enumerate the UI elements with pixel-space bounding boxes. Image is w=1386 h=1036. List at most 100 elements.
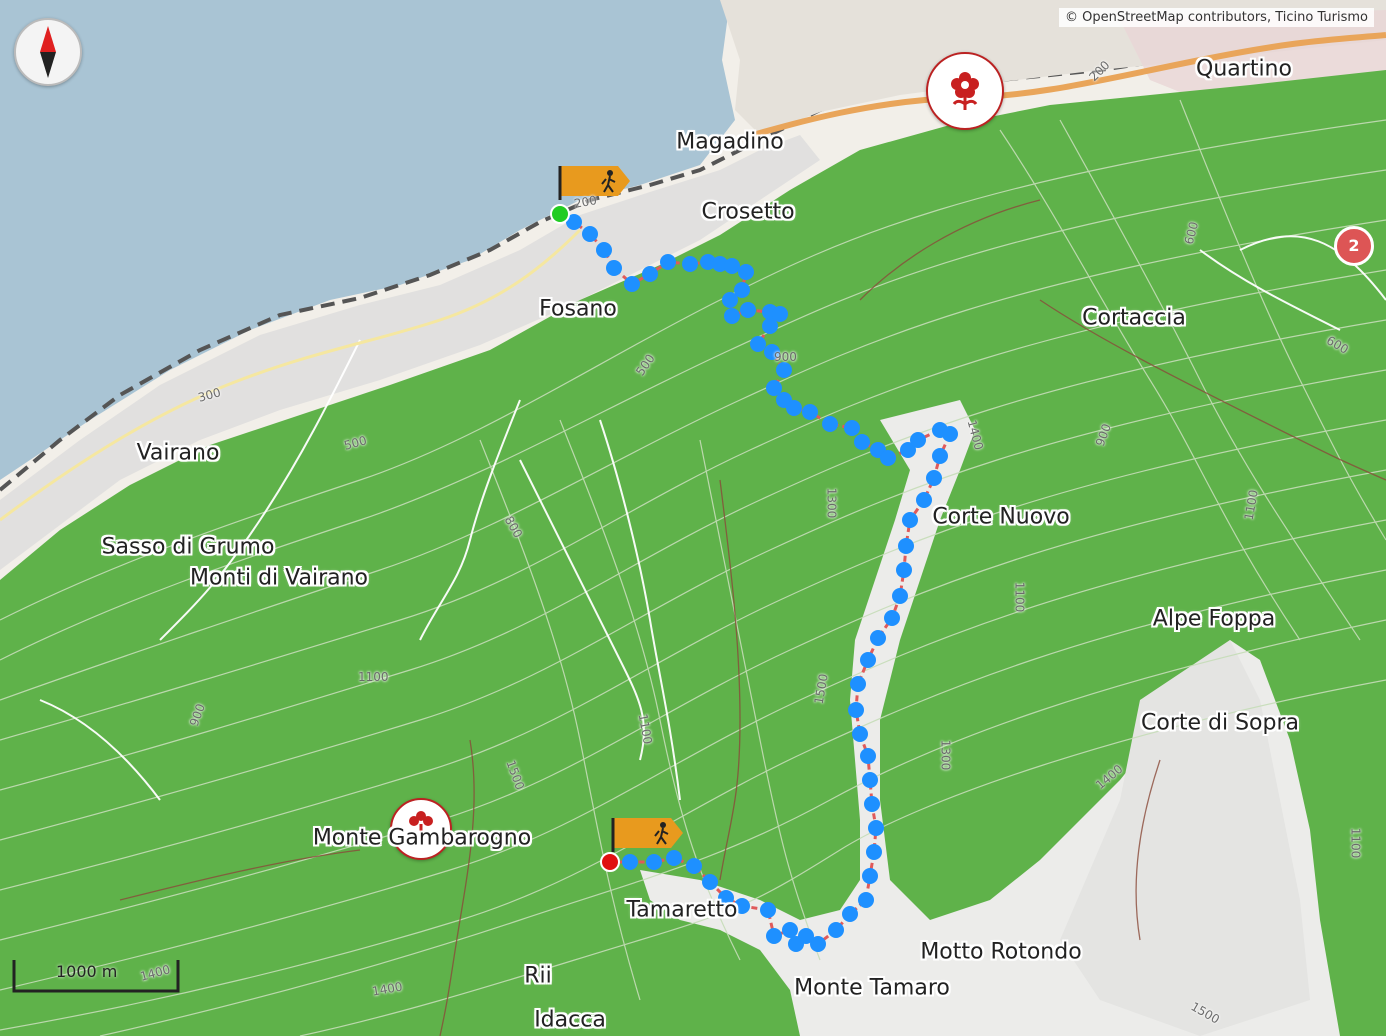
route-waypoint[interactable] (624, 276, 640, 292)
route-start-point (550, 204, 570, 224)
route-waypoint[interactable] (926, 470, 942, 486)
route-end-point (600, 852, 620, 872)
place-label-alpe-foppa[interactable]: Alpe Foppa (1152, 606, 1276, 632)
place-label-tamaretto[interactable]: Tamaretto (626, 897, 738, 923)
route-waypoint[interactable] (776, 362, 792, 378)
route-waypoint[interactable] (864, 796, 880, 812)
route-waypoint[interactable] (566, 214, 582, 230)
route-waypoint[interactable] (902, 512, 918, 528)
place-label-fosano[interactable]: Fosano (539, 296, 617, 322)
route-waypoint[interactable] (842, 906, 858, 922)
route-waypoint[interactable] (700, 254, 716, 270)
route-waypoint[interactable] (860, 652, 876, 668)
place-label-monte-gambarogno[interactable]: Monte Gambarogno (312, 825, 532, 851)
route-waypoint[interactable] (606, 260, 622, 276)
hiking-paths (119, 199, 1386, 1036)
place-label-sasso-di-grumo[interactable]: Sasso di Grumo (101, 534, 275, 560)
route-waypoint[interactable] (724, 308, 740, 324)
route-waypoint[interactable] (786, 400, 802, 416)
route-waypoint[interactable] (916, 492, 932, 508)
poi-mountain-badge[interactable] (390, 798, 452, 860)
route-waypoint[interactable] (596, 242, 612, 258)
route-waypoint[interactable] (942, 426, 958, 442)
route-waypoint[interactable] (892, 588, 908, 604)
route-waypoint[interactable] (764, 344, 780, 360)
route-waypoint[interactable] (718, 890, 734, 906)
start-trail-flag[interactable] (556, 166, 632, 200)
place-label-vairano[interactable]: Vairano (136, 440, 220, 466)
route-waypoint[interactable] (896, 562, 912, 578)
route-waypoint[interactable] (724, 258, 740, 274)
route-waypoint[interactable] (932, 448, 948, 464)
route-waypoint[interactable] (750, 336, 766, 352)
route-waypoint[interactable] (766, 380, 782, 396)
route-waypoint[interactable] (622, 854, 638, 870)
place-label-idacca[interactable]: Idacca (534, 1007, 606, 1033)
route-waypoint[interactable] (734, 282, 750, 298)
route-waypoint[interactable] (722, 292, 738, 308)
route-waypoint[interactable] (686, 858, 702, 874)
poi-flower-badge[interactable] (926, 52, 1004, 130)
route-waypoint[interactable] (682, 256, 698, 272)
route-waypoint[interactable] (772, 306, 788, 322)
end-trail-flag[interactable] (609, 818, 685, 852)
route-waypoint[interactable] (870, 630, 886, 646)
urban-area (0, 135, 820, 570)
route-waypoint[interactable] (910, 432, 926, 448)
route-waypoint[interactable] (740, 302, 756, 318)
route-waypoint[interactable] (642, 266, 658, 282)
scale-bar-graphic (12, 960, 180, 993)
marker-number-badge[interactable]: 2 (1334, 226, 1374, 266)
map-attribution[interactable]: © OpenStreetMap contributors, Ticino Tur… (1058, 8, 1374, 27)
route-waypoint[interactable] (712, 256, 728, 272)
place-label-corte-di-sopra[interactable]: Corte di Sopra (1140, 710, 1300, 736)
place-label-magadino[interactable]: Magadino (676, 129, 784, 155)
route-waypoint[interactable] (848, 702, 864, 718)
route-waypoint[interactable] (884, 610, 900, 626)
route-waypoint[interactable] (666, 850, 682, 866)
place-label-motto-rotondo[interactable]: Motto Rotondo (920, 939, 1082, 965)
route-waypoint[interactable] (760, 902, 776, 918)
hiker-icon (611, 818, 683, 852)
place-label-crosetto[interactable]: Crosetto (701, 199, 795, 225)
route-waypoint[interactable] (788, 936, 804, 952)
route-waypoint[interactable] (582, 226, 598, 242)
contour-label: 1300 (824, 487, 839, 519)
route-waypoint[interactable] (734, 898, 750, 914)
route-waypoint[interactable] (762, 318, 778, 334)
route-waypoint[interactable] (646, 854, 662, 870)
route-waypoint[interactable] (738, 264, 754, 280)
route-waypoint[interactable] (810, 936, 826, 952)
compass-button[interactable] (14, 18, 82, 86)
route-waypoint[interactable] (900, 442, 916, 458)
route-waypoint[interactable] (766, 928, 782, 944)
route-waypoint[interactable] (868, 820, 884, 836)
route-waypoint[interactable] (852, 726, 868, 742)
compass-icon (40, 26, 56, 78)
route-waypoint[interactable] (854, 434, 870, 450)
route-waypoint[interactable] (850, 676, 866, 692)
place-label-quartino[interactable]: Quartino (1196, 56, 1292, 82)
route-waypoint[interactable] (782, 922, 798, 938)
place-label-monte-tamaro[interactable]: Monte Tamaro (794, 975, 950, 1001)
place-label-rii[interactable]: Rii (524, 963, 552, 989)
route-waypoint[interactable] (828, 922, 844, 938)
place-label-cortaccia[interactable]: Cortaccia (1082, 305, 1186, 331)
route-waypoint[interactable] (858, 892, 874, 908)
place-label-corte-nuovo[interactable]: Corte Nuovo (932, 504, 1070, 530)
route-waypoint[interactable] (660, 254, 676, 270)
route-waypoint[interactable] (702, 874, 718, 890)
route-waypoint[interactable] (844, 420, 860, 436)
flower-icon (409, 811, 433, 840)
route-waypoint[interactable] (862, 772, 878, 788)
route-waypoint[interactable] (898, 538, 914, 554)
route-waypoint[interactable] (880, 450, 896, 466)
route-waypoint[interactable] (822, 416, 838, 432)
route-waypoint[interactable] (860, 748, 876, 764)
route-waypoint[interactable] (866, 844, 882, 860)
route-waypoint[interactable] (862, 868, 878, 884)
place-label-monti-di-vairano[interactable]: Monti di Vairano (189, 565, 369, 591)
route-waypoint[interactable] (802, 404, 818, 420)
